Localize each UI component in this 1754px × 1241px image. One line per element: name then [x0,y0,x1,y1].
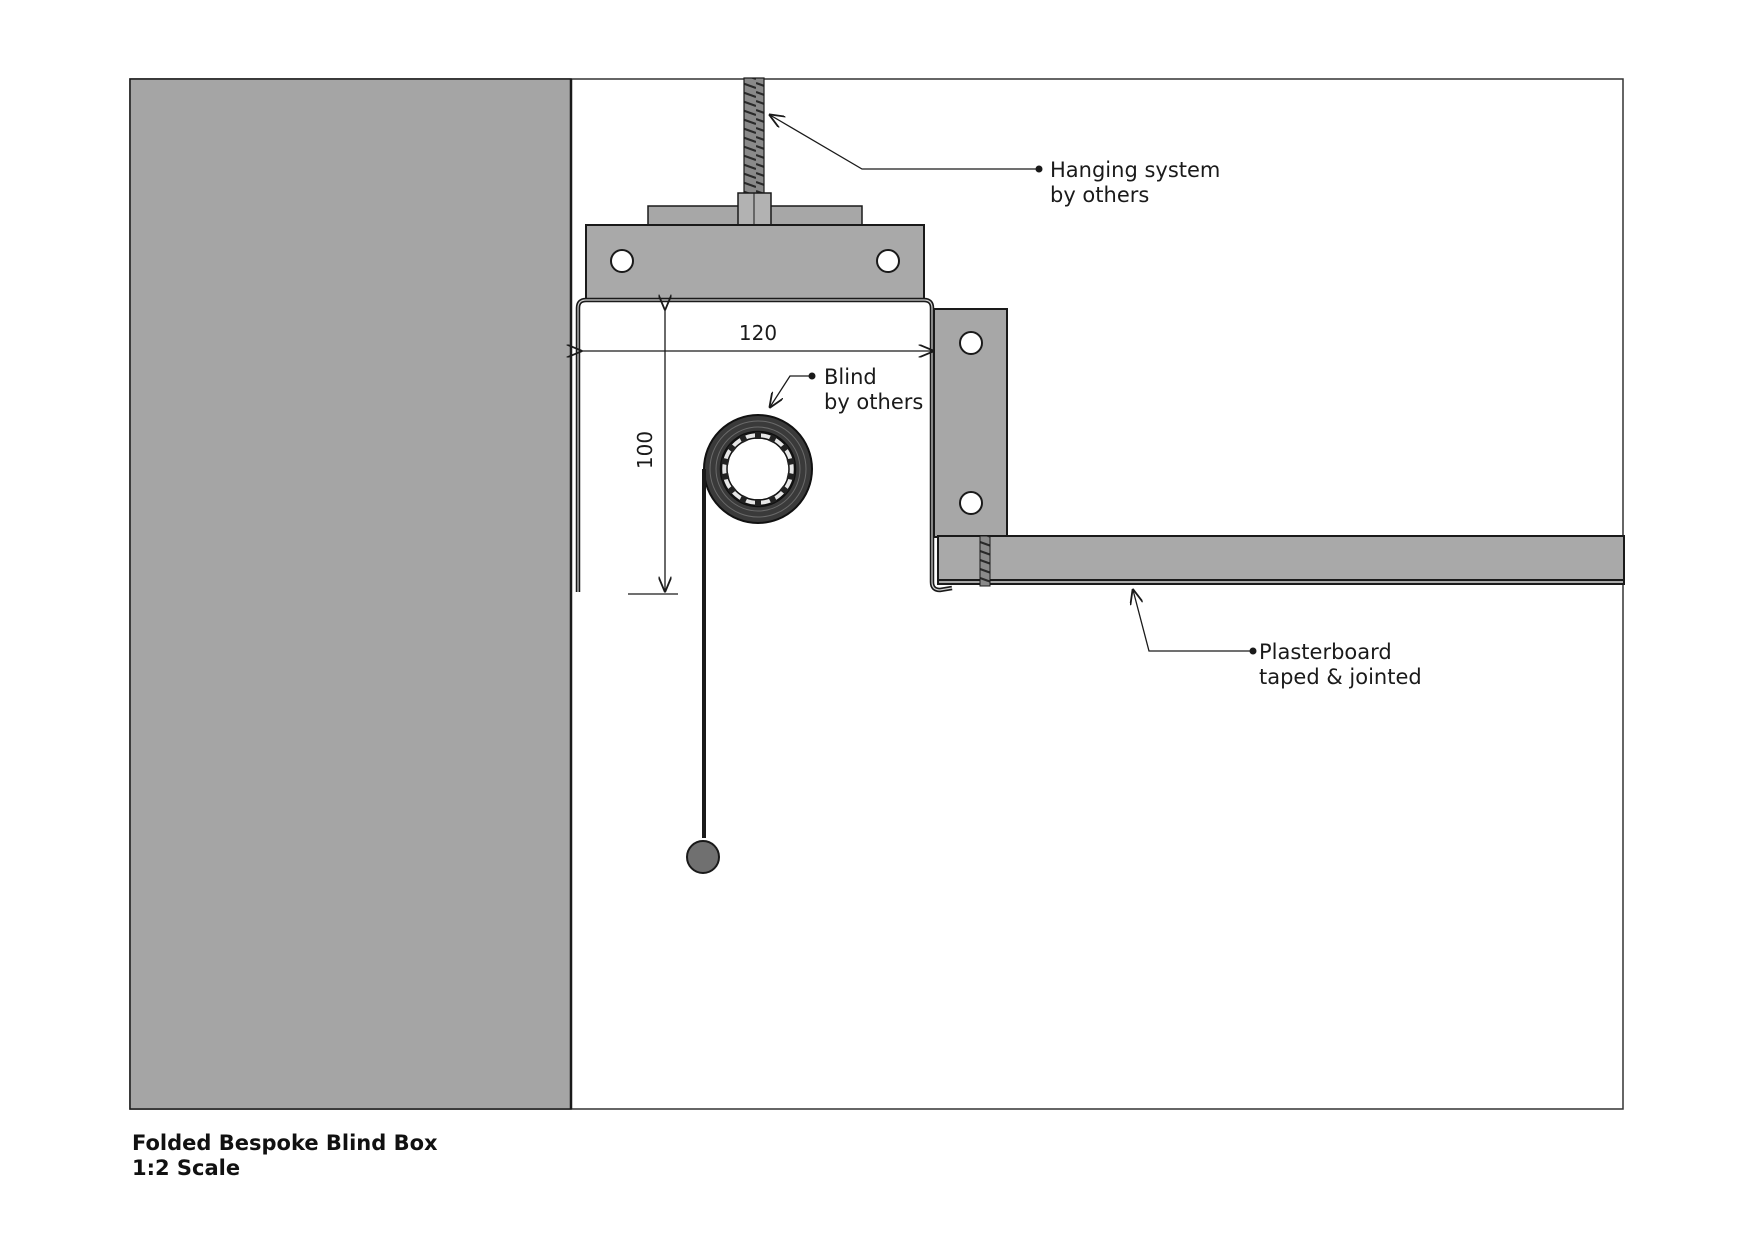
wall [129,78,572,1110]
hanging-system-annotation: Hanging system by others [770,115,1220,207]
blind-roll [686,414,813,874]
blind-label-line2: by others [824,390,923,414]
blind-roll-teeth [721,432,795,506]
side-bracket-bolt-hole-bottom [959,491,983,515]
width-dimension-value: 120 [739,321,777,345]
plasterboard-label-line2: taped & jointed [1259,665,1422,689]
blind-pull-weight [686,840,720,874]
plasterboard-annotation: Plasterboard taped & jointed [1133,590,1422,689]
hanging-system-label-line2: by others [1050,183,1149,207]
height-dimension-value: 100 [633,431,657,469]
plasterboard-screw [979,535,991,587]
bracket-bolt-hole-left [610,249,634,273]
hanging-bracket [585,224,925,301]
drawing-title: Folded Bespoke Blind Box [132,1131,438,1155]
hanging-system-label-line1: Hanging system [1050,158,1220,182]
side-bracket-bolt-hole-top [959,331,983,355]
blind-annotation: Blind by others [770,365,923,414]
blind-label-line1: Blind [824,365,877,389]
plasterboard-label-line1: Plasterboard [1259,640,1392,664]
plasterboard [937,535,1625,585]
drawing-scale: 1:2 Scale [132,1156,241,1180]
threaded-rod [743,77,765,209]
height-dimension: 100 [628,309,678,595]
width-dimension: 120 [581,321,933,351]
bracket-bolt-hole-right [876,249,900,273]
